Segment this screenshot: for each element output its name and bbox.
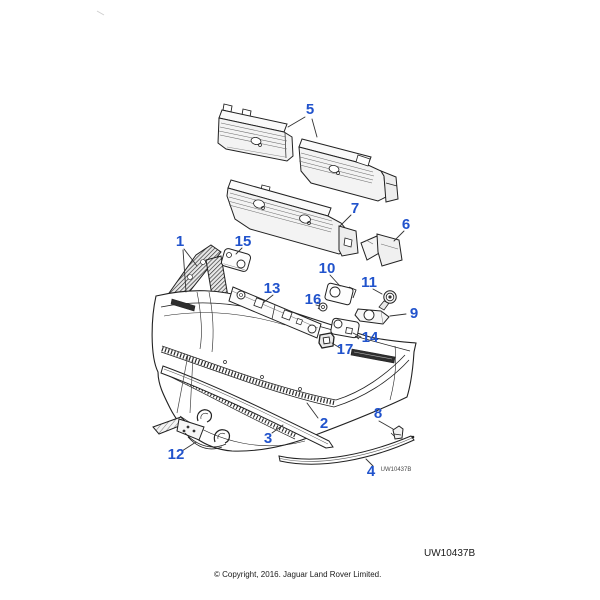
part-drawing-9 — [354, 308, 390, 325]
part-drawing-12 — [152, 354, 231, 450]
callout-4: 4 — [367, 463, 376, 480]
drawing-code-inline: UW10437B — [381, 467, 412, 473]
part-drawing-11 — [378, 290, 397, 311]
drawing-code: UW10437B — [424, 548, 475, 559]
part-drawing-6 — [360, 233, 403, 267]
callout-5: 5 — [306, 101, 314, 118]
callout-3: 3 — [264, 430, 272, 447]
stray-mark — [96, 10, 105, 16]
callout-14: 14 — [362, 329, 379, 346]
part-drawing-4 — [278, 435, 415, 465]
copyright-text: © Copyright, 2016. Jaguar Land Rover Lim… — [214, 570, 381, 579]
callout-1: 1 — [176, 233, 184, 250]
part-drawing-10 — [324, 282, 357, 306]
part-drawing-16 — [316, 301, 328, 312]
part-drawing-14 — [330, 317, 360, 340]
callout-7: 7 — [351, 200, 359, 217]
part-drawing-5-right — [298, 138, 399, 203]
callout-11: 11 — [361, 274, 377, 291]
callout-16: 16 — [305, 291, 322, 308]
callout-15: 15 — [235, 233, 252, 250]
callout-labels: 1 2 3 4 5 6 7 8 9 10 11 12 13 14 15 16 1… — [168, 101, 419, 480]
part-drawing-2 — [160, 345, 410, 408]
leader-lines — [181, 116, 407, 467]
part-drawing-17 — [318, 332, 335, 349]
callout-9: 9 — [410, 305, 418, 322]
callout-13: 13 — [264, 280, 281, 297]
callout-10: 10 — [319, 260, 336, 277]
part-drawing-8 — [390, 425, 404, 440]
part-drawing-7 — [226, 179, 359, 257]
callout-12: 12 — [168, 446, 185, 463]
callout-2: 2 — [320, 415, 328, 432]
callout-8: 8 — [374, 405, 382, 422]
part-drawing-13 — [228, 286, 322, 339]
part-drawing-5-left — [217, 103, 294, 162]
part-drawing-15 — [220, 248, 252, 272]
part-drawing-3 — [160, 365, 334, 449]
callout-17: 17 — [337, 341, 354, 358]
callout-6: 6 — [402, 216, 410, 233]
